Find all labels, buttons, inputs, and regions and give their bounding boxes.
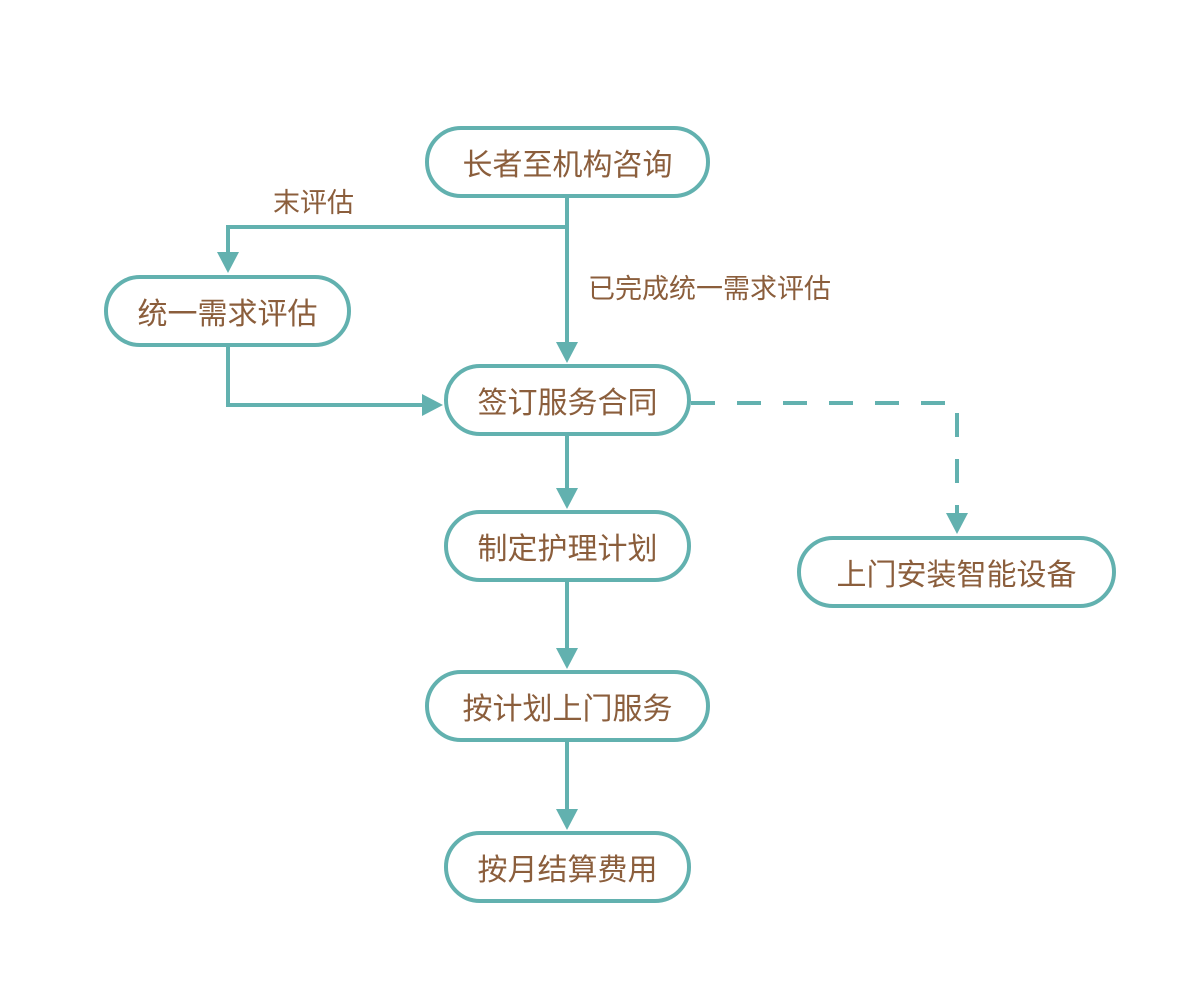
node-contract: 签订服务合同 (444, 364, 691, 436)
arrowhead-billing (556, 809, 578, 830)
edge-contract-to-install (691, 401, 959, 513)
arrowhead-plan (556, 488, 578, 509)
edge-label-not-assessed: 末评估 (273, 188, 354, 219)
node-assess: 统一需求评估 (104, 275, 351, 347)
node-consult: 长者至机构咨询 (425, 126, 710, 198)
node-install-label: 上门安装智能设备 (836, 558, 1077, 593)
node-consult-label: 长者至机构咨询 (462, 148, 673, 183)
arrowhead-install (946, 513, 968, 534)
node-assess-label: 统一需求评估 (137, 297, 318, 332)
node-service: 按计划上门服务 (425, 670, 710, 742)
arrowhead-contract-top (556, 342, 578, 363)
node-install: 上门安装智能设备 (797, 536, 1116, 608)
node-billing: 按月结算费用 (444, 831, 691, 903)
node-service-label: 按计划上门服务 (462, 692, 673, 727)
node-billing-label: 按月结算费用 (477, 853, 658, 888)
edge-assess-to-contract (226, 347, 422, 407)
node-plan: 制定护理计划 (444, 510, 691, 582)
edge-label-assessed: 已完成统一需求评估 (588, 274, 831, 305)
node-plan-label: 制定护理计划 (477, 532, 658, 567)
arrowhead-assess (217, 252, 239, 273)
node-contract-label: 签订服务合同 (477, 386, 658, 421)
arrowhead-contract-left (422, 394, 443, 416)
arrowhead-service (556, 648, 578, 669)
